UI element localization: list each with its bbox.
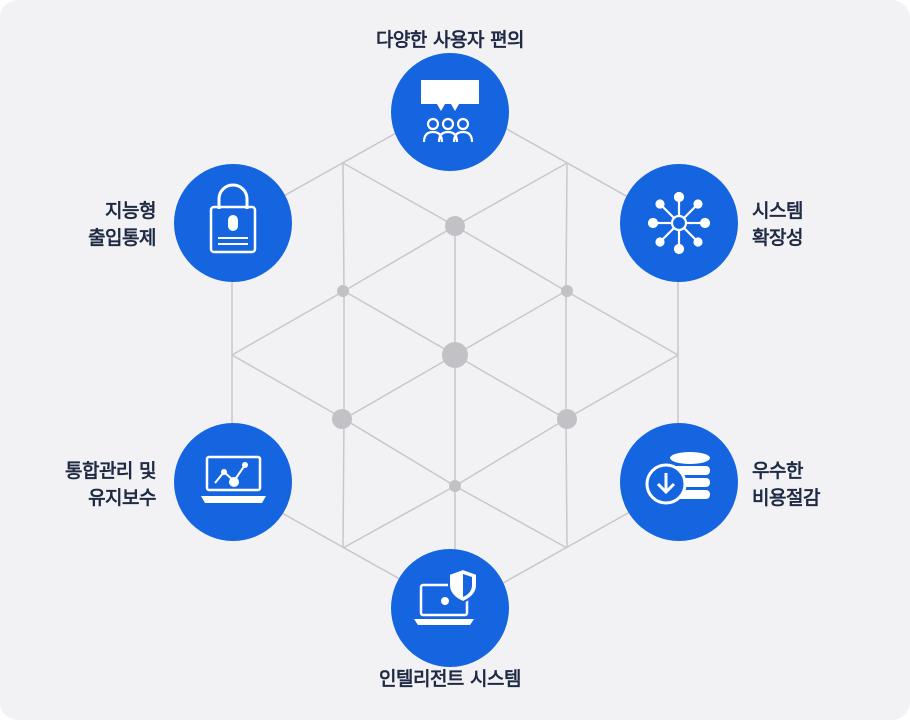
node-lower-left: [174, 423, 292, 541]
network-hub-icon: [647, 191, 711, 255]
label-lower-left: 통합관리 및 유지보수: [20, 458, 157, 512]
label-bottom-line-1: 인텔리전트 시스템: [379, 668, 521, 690]
label-bottom: 인텔리전트 시스템: [300, 666, 600, 693]
label-lower-right-line-2: 비용절감: [752, 487, 820, 509]
label-upper-right-line-2: 확장성: [752, 227, 803, 249]
node-bottom: [391, 549, 509, 667]
label-upper-left-line-2: 출입통제: [88, 227, 156, 249]
label-lower-right-line-1: 우수한: [752, 460, 803, 482]
label-upper-right: 시스템 확장성: [752, 198, 892, 252]
label-upper-right-line-1: 시스템: [752, 200, 803, 222]
label-lower-right: 우수한 비용절감: [752, 458, 892, 512]
label-upper-left: 지능형 출입통제: [30, 198, 156, 252]
laptop-chart-icon: [201, 455, 266, 503]
network-dots: [332, 216, 577, 492]
node-upper-right: [620, 164, 738, 282]
label-lower-left-line-2: 유지보수: [88, 487, 156, 509]
label-top: 다양한 사용자 편의: [300, 27, 600, 54]
laptop-shield-icon: [414, 567, 478, 625]
label-lower-left-line-1: 통합관리 및: [64, 460, 157, 482]
node-lower-right: [620, 423, 738, 541]
database-download-icon: [645, 452, 710, 505]
chat-people-icon: [421, 80, 479, 143]
node-upper-left: [174, 164, 292, 282]
node-top: [391, 53, 509, 171]
label-top-line-1: 다양한 사용자 편의: [375, 29, 525, 51]
padlock-icon: [209, 183, 257, 254]
label-upper-left-line-1: 지능형: [105, 200, 156, 222]
